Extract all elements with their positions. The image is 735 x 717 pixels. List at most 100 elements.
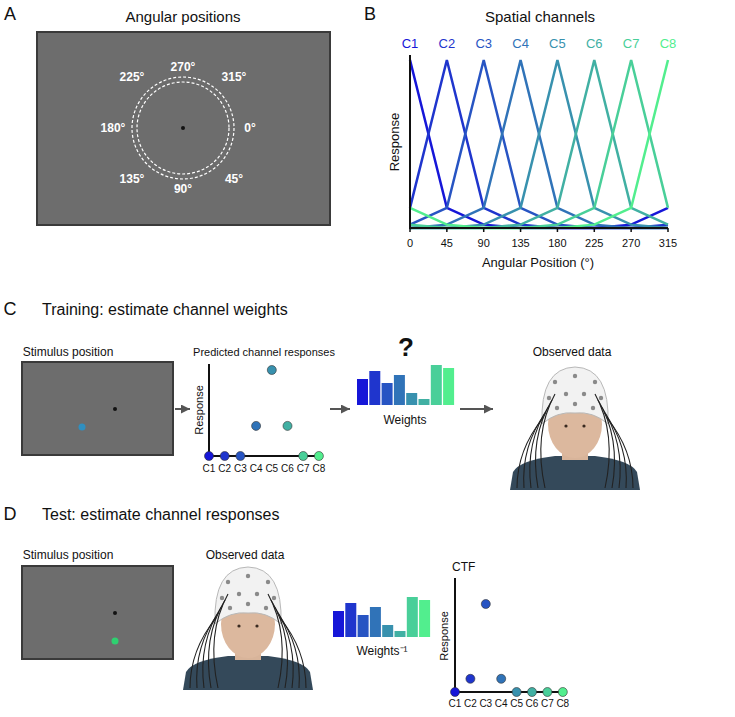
electrode-wire	[530, 406, 549, 488]
node-text: 180°	[101, 122, 126, 134]
electrode	[593, 380, 597, 384]
axis-tick	[483, 228, 485, 232]
electrode-wire	[604, 412, 626, 488]
channel-name: C2	[439, 37, 456, 50]
electrode	[555, 406, 559, 410]
panel-title: Training: estimate channel weights	[42, 302, 288, 318]
channel-name: C7	[623, 37, 640, 50]
node-text: C2	[464, 699, 477, 709]
weight-bar	[419, 600, 430, 637]
tick-label: 135	[511, 238, 529, 249]
weight-bar	[333, 611, 344, 637]
electrode-wire	[598, 400, 615, 488]
weight-bar	[357, 379, 368, 405]
channel-name: C1	[402, 37, 419, 50]
flow-arrow	[175, 408, 190, 410]
tick-label: 45	[441, 238, 453, 249]
fixation-dot	[113, 611, 117, 615]
channel-name: C4	[512, 37, 529, 50]
stimulus-display: Stimulus position	[22, 362, 173, 455]
node-text: Stimulus position	[23, 549, 114, 561]
weight-bar	[395, 631, 406, 637]
weight-bar	[443, 368, 454, 405]
tuning-curve	[410, 60, 668, 228]
channel-dot	[497, 674, 506, 683]
axis-tick	[520, 228, 522, 232]
node-text: Weights⁻¹	[356, 645, 407, 657]
electrode	[272, 596, 276, 600]
eye	[237, 624, 240, 627]
electrode	[553, 380, 557, 384]
channel-response-chart: Predicted channel responsesResponseC1C2C…	[192, 362, 328, 478]
node-text: Predicted channel responses	[193, 347, 335, 358]
electrode	[220, 596, 224, 600]
channel-name: C8	[660, 37, 677, 50]
axis-line	[455, 578, 566, 692]
node-text: C6	[526, 699, 539, 709]
electrode-wire	[271, 600, 288, 688]
node-text: C8	[312, 464, 325, 474]
channel-name: C3	[475, 37, 492, 50]
position-ring	[132, 77, 234, 179]
electrode	[547, 396, 551, 400]
electrode-wire	[280, 618, 306, 688]
channel-dot	[558, 688, 567, 697]
tuning-curve	[410, 60, 668, 228]
electrode-wire	[274, 606, 293, 688]
panel-letter: B	[364, 5, 376, 23]
channel-tuning-chart: CTFResponseC1C2C3C4C5C6C7C8	[436, 576, 572, 713]
electrode	[246, 602, 250, 606]
weight-bar	[394, 375, 405, 405]
electrode-wire	[203, 606, 222, 688]
axis-line	[209, 364, 322, 456]
node-text: C3	[234, 464, 247, 474]
position-ring	[137, 82, 229, 174]
node-text: C6	[281, 464, 294, 474]
panel-title: Test: estimate channel responses	[42, 507, 279, 523]
panel-letter: D	[4, 505, 17, 523]
node-text: 90°	[174, 183, 192, 195]
weight-bars: ?Weights	[352, 332, 458, 430]
weight-bar	[370, 607, 381, 637]
node-text: Weights	[383, 414, 426, 426]
tick-label: 180	[548, 238, 566, 249]
electrode-wire	[517, 418, 543, 488]
channel-dot	[236, 452, 245, 461]
node-text: C1	[203, 464, 216, 474]
electrode	[226, 580, 230, 584]
display-screen	[22, 362, 173, 455]
tuning-curve	[410, 60, 668, 228]
channel-dot	[205, 452, 214, 461]
node-text: 45°	[225, 173, 243, 185]
channel-dot	[466, 674, 475, 683]
display-screen	[37, 32, 330, 225]
electrode	[599, 396, 603, 400]
panel-letter: A	[4, 5, 16, 23]
panel-letter: C	[4, 300, 17, 318]
channel-dot	[283, 421, 292, 430]
fixation-dot	[113, 407, 117, 411]
channel-dot	[267, 366, 276, 375]
tuning-curve	[410, 60, 668, 228]
node-text: C7	[541, 699, 554, 709]
channel-dot	[451, 688, 460, 697]
flow-arrow	[330, 408, 350, 410]
node-text: C8	[556, 699, 569, 709]
eeg-head-image: Observed data	[495, 362, 640, 490]
axis-tick	[446, 228, 448, 232]
channel-name: C6	[586, 37, 603, 50]
electrode-wire	[524, 412, 546, 488]
weight-bar	[431, 365, 442, 405]
node-text: 225°	[120, 71, 145, 83]
eye	[255, 624, 258, 627]
axis-tick	[409, 228, 411, 232]
tick-label: 0	[407, 238, 413, 249]
flow-arrow	[460, 408, 493, 410]
node-text: Response	[194, 385, 205, 435]
channel-dot	[220, 452, 229, 461]
eeg-head-image: Observed data	[180, 564, 316, 692]
axis-line	[410, 55, 668, 228]
node-text: C4	[250, 464, 263, 474]
